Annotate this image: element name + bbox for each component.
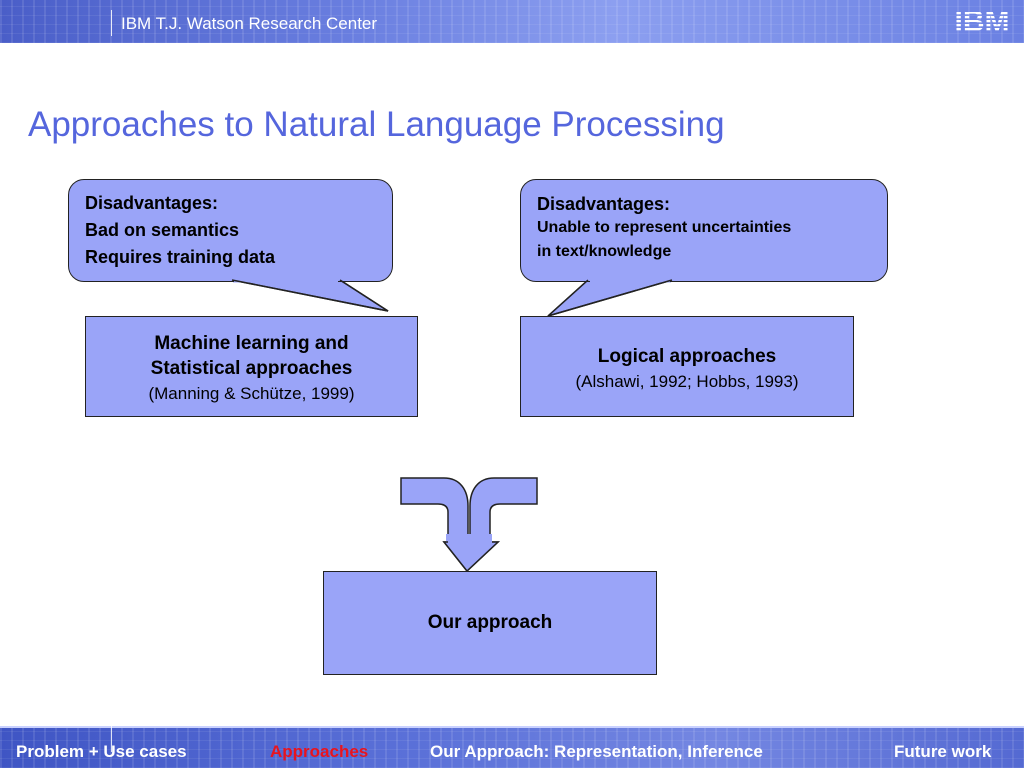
callout-right-line-1: Unable to represent uncertainties — [537, 219, 792, 236]
our-approach-title: Our approach — [427, 612, 553, 633]
header-bar: IBM T.J. Watson Research Center IBM — [0, 0, 1024, 43]
ibm-logo-icon: IBM — [955, 5, 1010, 36]
our-approach-box: Our approach — [323, 571, 657, 675]
header-divider — [111, 10, 112, 36]
logical-approach-box: Logical approaches (Alshawi, 1992; Hobbs… — [520, 316, 854, 417]
header-pattern — [0, 0, 1024, 43]
ml-citation: (Manning & Schütze, 1999) — [148, 384, 355, 403]
callout-right-heading: Disadvantages: — [537, 194, 671, 214]
ibm-logo-text: IBM — [955, 5, 1010, 36]
callout-right: Disadvantages: Unable to represent uncer… — [520, 179, 888, 282]
nav-divider — [111, 726, 112, 752]
nav-item-approaches[interactable]: Approaches — [270, 742, 369, 761]
nav-item-our-approach[interactable]: Our Approach: Representation, Inference — [430, 742, 763, 761]
ml-title-line-1: Machine learning and — [154, 333, 349, 354]
logical-title: Logical approaches — [597, 346, 777, 367]
callout-right-line-2: in text/knowledge — [537, 243, 672, 260]
ml-title-line-2: Statistical approaches — [150, 358, 353, 379]
slide-title: Approaches to Natural Language Processin… — [28, 105, 725, 144]
nav-top-line — [0, 726, 1024, 728]
merge-arrow-icon — [400, 477, 538, 573]
callout-left: Disadvantages: Bad on semantics Requires… — [68, 179, 393, 282]
nav-item-problem-use-cases[interactable]: Problem + Use cases — [16, 742, 187, 761]
ml-approach-box: Machine learning and Statistical approac… — [85, 316, 418, 417]
callout-left-heading: Disadvantages: — [85, 193, 219, 213]
callout-left-line-2: Requires training data — [85, 247, 276, 267]
nav-item-future-work[interactable]: Future work — [894, 742, 992, 761]
bottom-nav-bar: Problem + Use cases Approaches Our Appro… — [0, 726, 1024, 768]
logical-citation: (Alshawi, 1992; Hobbs, 1993) — [575, 372, 799, 391]
org-name: IBM T.J. Watson Research Center — [121, 14, 378, 33]
callout-left-line-1: Bad on semantics — [85, 220, 240, 240]
nav-pattern — [0, 726, 1024, 768]
